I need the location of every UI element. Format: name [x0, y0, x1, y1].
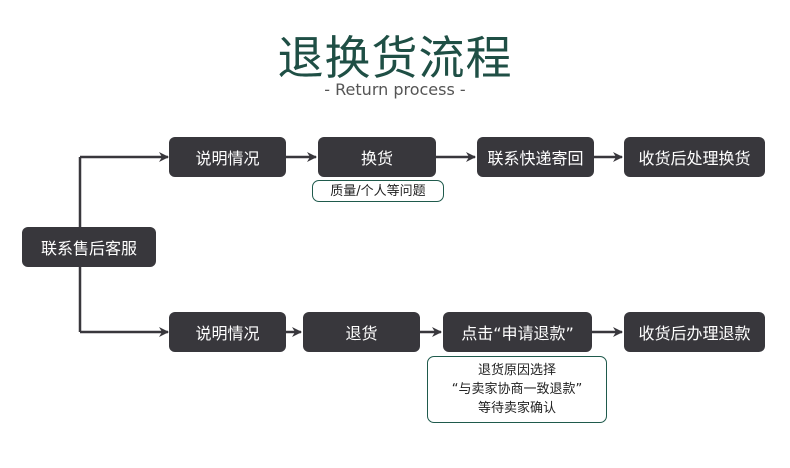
- exchange-note-text: 质量/个人等问题: [330, 183, 426, 199]
- exchange-step-process: 收货后处理换货: [624, 137, 765, 177]
- page-subtitle: - Return process -: [324, 80, 466, 99]
- return-note-line-1: 退货原因选择: [477, 363, 556, 378]
- return-note-line-3: 等待卖家确认: [477, 401, 556, 416]
- exchange-step-explain: 说明情况: [169, 137, 286, 177]
- exchange-step-ship-back: 联系快递寄回: [477, 137, 594, 177]
- exchange-note: 质量/个人等问题: [312, 180, 444, 202]
- return-step-return: 退货: [303, 312, 420, 352]
- start-node-contact-service: 联系售后客服: [22, 227, 156, 267]
- return-step-explain: 说明情况: [169, 312, 286, 352]
- return-note-line-2: “与卖家协商一致退款”: [451, 382, 583, 397]
- return-note: 退货原因选择 “与卖家协商一致退款” 等待卖家确认: [427, 356, 607, 423]
- return-step-apply-refund: 点击“申请退款”: [443, 312, 592, 352]
- page-title: 退换货流程: [277, 31, 513, 85]
- exchange-step-exchange: 换货: [318, 137, 436, 177]
- return-step-refund: 收货后办理退款: [624, 312, 765, 352]
